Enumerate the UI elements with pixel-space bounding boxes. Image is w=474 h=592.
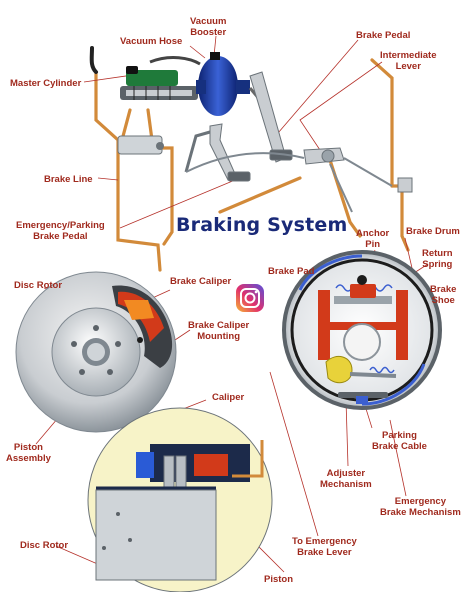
label-brake-shoe: Brake Shoe bbox=[430, 284, 457, 306]
label-brake-drum: Brake Drum bbox=[406, 226, 460, 237]
instagram-icon bbox=[236, 284, 264, 312]
label-brake-pad: Brake Pad bbox=[268, 266, 315, 277]
vacuum-booster bbox=[196, 52, 262, 116]
drum-brake bbox=[282, 250, 442, 410]
label-piston-assembly: Piston Assembly bbox=[6, 442, 51, 464]
label-brake-caliper-mounting: Brake Caliper Mounting bbox=[188, 320, 250, 342]
label-disc-rotor-bottom: Disc Rotor bbox=[20, 540, 69, 551]
cables bbox=[185, 152, 393, 213]
label-emergency-parking-brake-pedal: Emergency/Parking Brake Pedal bbox=[16, 220, 105, 242]
label-disc-rotor-top: Disc Rotor bbox=[14, 280, 63, 291]
caliper-cross-section bbox=[87, 407, 273, 592]
label-return-spring: Return Spring bbox=[422, 248, 453, 270]
label-brake-pedal: Brake Pedal bbox=[356, 30, 411, 41]
label-adjuster-mechanism: Adjuster Mechanism bbox=[320, 468, 372, 490]
label-piston: Piston bbox=[264, 574, 294, 585]
label-master-cylinder: Master Cylinder bbox=[10, 78, 82, 89]
label-anchor-pin: Anchor Pin bbox=[356, 228, 390, 250]
label-caliper: Caliper bbox=[212, 392, 245, 403]
label-vacuum-hose: Vacuum Hose bbox=[120, 36, 183, 47]
label-brake-caliper: Brake Caliper bbox=[170, 276, 232, 287]
pedals bbox=[184, 71, 413, 193]
label-to-emergency-brake-lever: To Emergency Brake Lever bbox=[292, 536, 357, 558]
label-parking-brake-cable: Parking Brake Cable bbox=[372, 430, 427, 452]
label-emergency-brake-mechanism: Emergency Brake Mechanism bbox=[380, 496, 461, 518]
disc-brake bbox=[15, 271, 177, 433]
label-vacuum-booster: Vacuum Booster bbox=[190, 16, 227, 38]
label-intermediate-lever: Intermediate Lever bbox=[380, 50, 437, 72]
label-brake-line: Brake Line bbox=[44, 174, 93, 185]
master-cylinder-assembly bbox=[89, 46, 201, 155]
page-title: Braking System bbox=[176, 214, 348, 236]
